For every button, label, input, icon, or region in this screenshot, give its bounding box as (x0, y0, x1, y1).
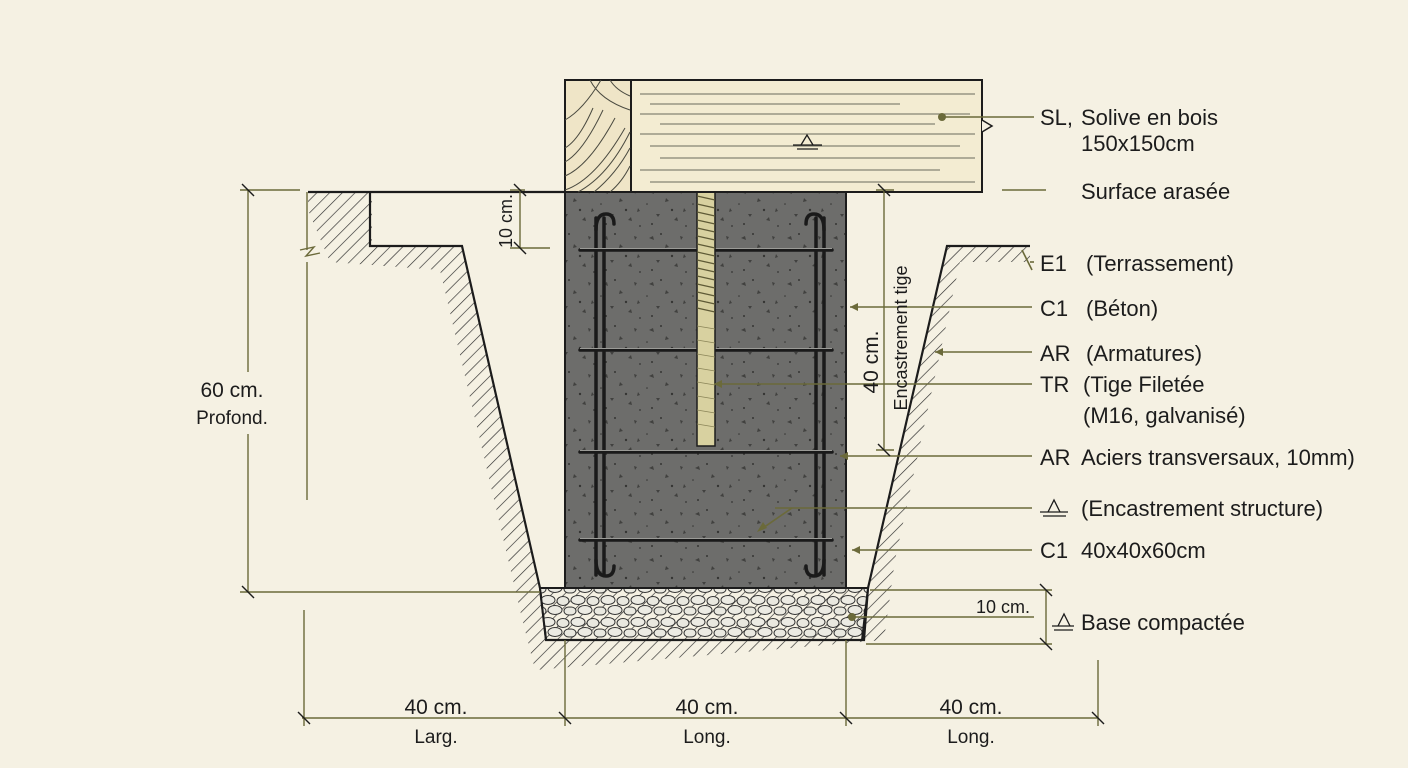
ar2-desc: Aciers transversaux, 10mm) (1081, 445, 1355, 470)
labels: SL, Solive en bois 150x150cm Surface ara… (1040, 105, 1355, 635)
top-offset-value: 10 cm. (496, 194, 516, 248)
e1-code: E1 (1040, 251, 1067, 276)
e1-desc: (Terrassement) (1086, 251, 1234, 276)
dimension-lines (240, 189, 1099, 726)
leader-lines (714, 116, 1046, 618)
tr-desc-line1: (Tige Filetée (1083, 372, 1204, 397)
surface-label: Surface arasée (1081, 179, 1230, 204)
width-left-value: 40 cm. (404, 696, 467, 719)
depth-label: Profond. (196, 408, 268, 429)
depth-value: 60 cm. (200, 379, 263, 402)
joist-size: 150x150cm (1081, 131, 1195, 156)
joist-name: Solive en bois (1081, 105, 1218, 130)
wooden-joist (564, 79, 994, 193)
excavation-cavity (372, 192, 565, 246)
ar-desc: (Armatures) (1086, 341, 1202, 366)
ar2-code: AR (1040, 445, 1071, 470)
leader-encastrement (759, 507, 793, 531)
level-mark-icon (793, 133, 822, 150)
width-center-label: Long. (683, 727, 731, 748)
joist-code: SL, (1040, 105, 1073, 130)
leader-dots (714, 113, 946, 621)
c1-desc: (Béton) (1086, 296, 1158, 321)
compacted-base (538, 587, 870, 641)
width-right-label: Long. (947, 727, 995, 748)
dimension-ticks (241, 183, 1105, 725)
width-center-value: 40 cm. (675, 696, 738, 719)
embed-value: 40 cm. (860, 330, 883, 393)
tr-code: TR (1040, 372, 1069, 397)
level-mark-icon (1040, 498, 1068, 517)
excavation-pit-right (846, 246, 947, 588)
tr-desc-line2: (M16, galvanisé) (1083, 403, 1246, 428)
base-thickness-value: 10 cm. (976, 597, 1030, 617)
width-right-value: 40 cm. (939, 696, 1002, 719)
c1b-code: C1 (1040, 538, 1068, 563)
level-mark-icon (1052, 612, 1074, 631)
width-left-label: Larg. (414, 727, 457, 748)
c1b-desc: 40x40x60cm (1081, 538, 1206, 563)
base-label: Base compactée (1081, 610, 1245, 635)
dimension-texts: 60 cm. Profond. 10 cm. 40 cm. Encastreme… (196, 194, 1030, 748)
excavation-pit (462, 246, 565, 588)
ar-code: AR (1040, 341, 1071, 366)
embed-label: Encastrement tige (891, 265, 911, 410)
encastrement-structure-label: (Encastrement structure) (1081, 496, 1323, 521)
c1-code: C1 (1040, 296, 1068, 321)
